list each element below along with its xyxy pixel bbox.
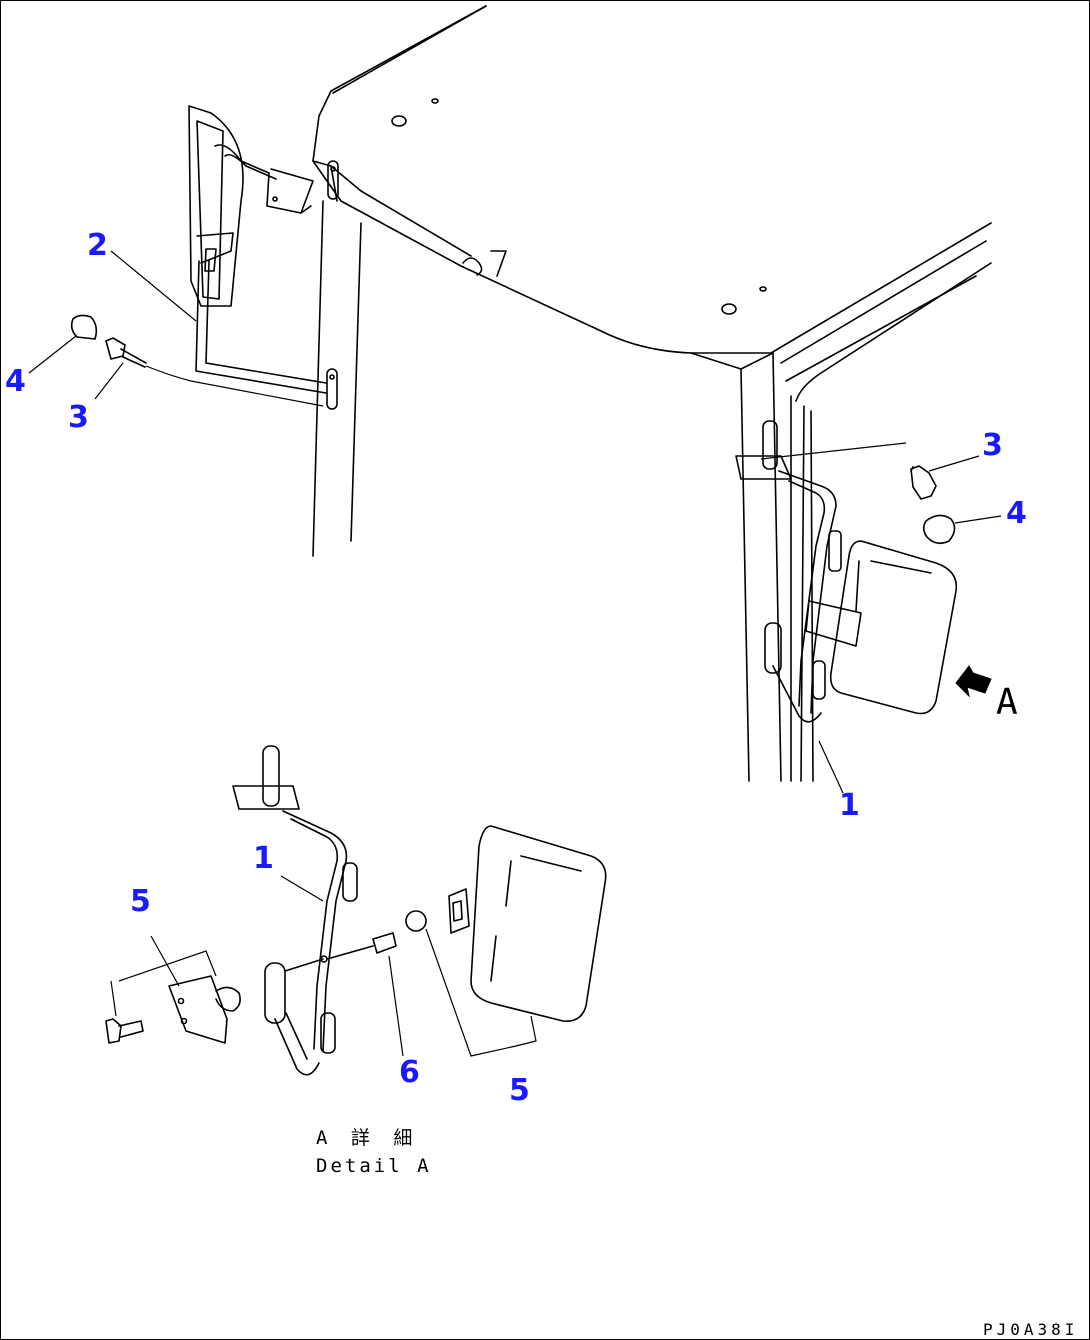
callout-2: 2 <box>87 228 108 263</box>
left-mirror-assembly <box>188 105 339 410</box>
detail-label-en: Detail A <box>316 1155 432 1177</box>
right-bolt-and-cap <box>910 455 1002 545</box>
drawing-code: PJ0A38I <box>983 1320 1079 1339</box>
cab-frame <box>312 200 992 782</box>
callout-3-left: 3 <box>68 400 89 435</box>
callout-5-detail-left: 5 <box>130 884 151 919</box>
right-mirror-assembly <box>735 420 958 794</box>
callout-1-detail: 1 <box>253 841 274 876</box>
left-bolt-and-cap <box>28 250 324 407</box>
callout-1-right: 1 <box>839 788 860 823</box>
callout-5-detail-right: 5 <box>509 1073 530 1108</box>
view-arrow-label: A <box>996 682 1018 723</box>
cab-roof <box>312 5 992 370</box>
view-arrow <box>955 665 992 698</box>
callout-6-detail: 6 <box>399 1055 420 1090</box>
detail-label-jp: A 詳 細 <box>316 1127 419 1149</box>
detail-a-exploded <box>105 745 607 1076</box>
callout-3-right: 3 <box>982 428 1003 463</box>
callout-4-right: 4 <box>1006 496 1027 531</box>
callout-4-left: 4 <box>5 364 26 399</box>
